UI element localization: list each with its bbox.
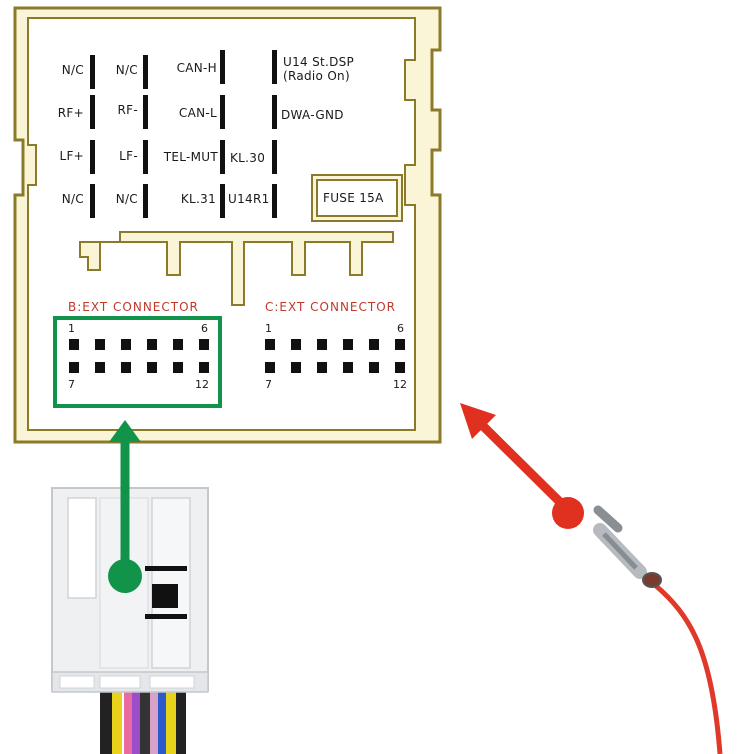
- pin-label-can-h: CAN-H: [176, 61, 217, 75]
- pin-label-can-l: CAN-L: [178, 106, 217, 120]
- pin-label-lf-plus: LF+: [59, 149, 84, 163]
- connector-b-pin: [173, 362, 183, 373]
- pin-label-lf-minus: LF-: [119, 149, 138, 163]
- connector-c-pin: [395, 362, 405, 373]
- pin-label-kl31: KL.31: [180, 192, 216, 206]
- connector-c-pin-12: 12: [393, 378, 407, 391]
- pin-bar: [272, 95, 277, 129]
- connector-b-pin: [95, 339, 105, 350]
- connector-c-pin-6: 6: [397, 322, 404, 335]
- connector-c-pin-1: 1: [265, 322, 272, 335]
- pin-bar: [90, 95, 95, 129]
- pin-wire-photo: [593, 505, 723, 754]
- connector-c-pin: [317, 362, 327, 373]
- connector-c-pin-7: 7: [265, 378, 272, 391]
- pin-label-radio-on: (Radio On): [283, 69, 350, 83]
- connector-c-pin: [291, 362, 301, 373]
- connector-c-pin: [265, 339, 275, 350]
- connector-b-pin-6: 6: [201, 322, 208, 335]
- pin-label-u14-st-dsp: U14 St.DSP: [283, 55, 355, 69]
- pin-bar: [90, 184, 95, 218]
- pin-bar: [272, 50, 277, 84]
- connector-b-pin: [69, 339, 79, 350]
- pin-bar: [272, 184, 277, 218]
- fuse-label: FUSE 15A: [323, 191, 384, 205]
- pin-label-rf-plus: RF+: [57, 106, 84, 120]
- pin-bar: [143, 184, 148, 218]
- connector-b-pin: [121, 339, 131, 350]
- pin-bar: [143, 140, 148, 174]
- pin-bar: [143, 55, 148, 89]
- pin-bar: [90, 55, 95, 89]
- connector-b-pin: [199, 339, 209, 350]
- connector-b-title: B:EXT CONNECTOR: [68, 300, 199, 314]
- connector-b-highlight: [53, 316, 222, 408]
- pin-label-kl30: KL.30: [230, 151, 266, 165]
- pin-label-u14r1: U14R1: [228, 192, 270, 206]
- pin-bar: [220, 184, 225, 218]
- pin-label-n-c: N/C: [61, 192, 84, 206]
- key-comb: [79, 231, 394, 306]
- connector-c-pin: [369, 362, 379, 373]
- connector-b-pin: [147, 339, 157, 350]
- green-arrow: [108, 420, 142, 593]
- pin-label-tel-mut: TEL-MUT: [163, 150, 218, 164]
- connector-c-pin: [395, 339, 405, 350]
- pin-bar: [220, 95, 225, 129]
- connector-plug-photo: [51, 487, 209, 754]
- connector-c-pin: [343, 339, 353, 350]
- connector-c-pin: [265, 362, 275, 373]
- pin-label-n-c: N/C: [61, 63, 84, 77]
- connector-c-pin: [317, 339, 327, 350]
- connector-b-pin: [95, 362, 105, 373]
- connector-c-pin: [369, 339, 379, 350]
- connector-b-pin: [147, 362, 157, 373]
- connector-c-pin: [291, 339, 301, 350]
- pin-bar: [220, 50, 225, 84]
- pin-label-n-c: N/C: [115, 192, 138, 206]
- fuse-box-inner: [316, 179, 398, 217]
- connector-b-pin: [173, 339, 183, 350]
- pin-label-rf-minus: RF-: [117, 103, 138, 117]
- pin-label-dwa-gnd: DWA-GND: [281, 108, 344, 122]
- pin-label-n-c: N/C: [115, 63, 138, 77]
- pin-bar: [90, 140, 95, 174]
- pin-bar: [220, 140, 225, 174]
- connector-b-pin-1: 1: [68, 322, 75, 335]
- connector-c-title: C:EXT CONNECTOR: [265, 300, 397, 314]
- connector-b-pin: [199, 362, 209, 373]
- connector-b-pin: [69, 362, 79, 373]
- red-arrow: [460, 403, 584, 529]
- inner-panel: [27, 17, 416, 431]
- pin-bar: [143, 95, 148, 129]
- connector-b-pin: [121, 362, 131, 373]
- connector-b-pin-12: 12: [195, 378, 209, 391]
- connector-b-pin-7: 7: [68, 378, 75, 391]
- pin-bar: [272, 140, 277, 174]
- connector-c-pin: [343, 362, 353, 373]
